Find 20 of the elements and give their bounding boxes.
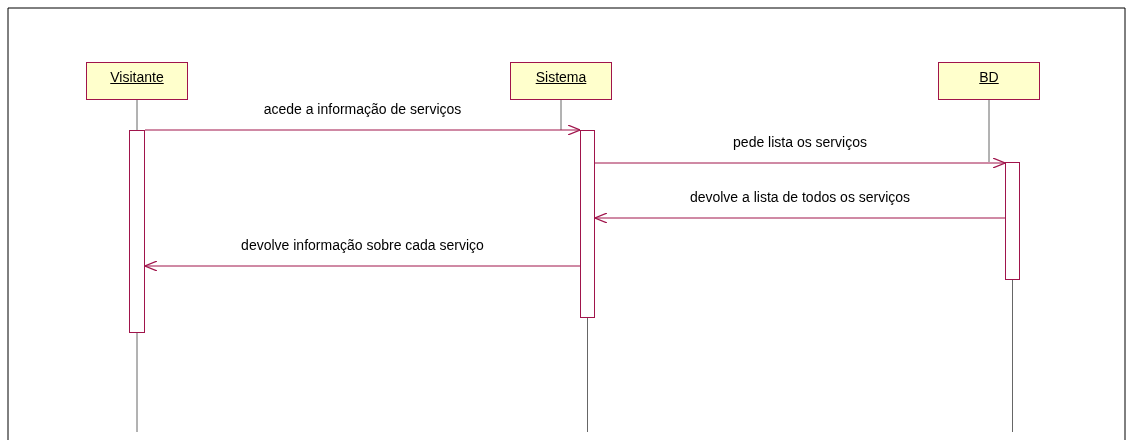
participant-box xyxy=(510,62,612,100)
message-label: acede a informação de serviços xyxy=(261,101,464,117)
lifeline xyxy=(560,99,562,131)
participant-name: Visitante xyxy=(110,69,164,85)
activation-bar xyxy=(580,130,595,318)
lifeline xyxy=(136,99,138,131)
participant-box xyxy=(86,62,188,100)
message-arrow xyxy=(144,260,581,272)
message-arrow xyxy=(144,124,581,136)
message-arrow xyxy=(594,212,1006,224)
message-arrow xyxy=(594,157,1006,169)
participant-name: Sistema xyxy=(535,69,587,85)
message-label: devolve a lista de todos os serviços xyxy=(687,189,913,205)
message-label: devolve informação sobre cada serviço xyxy=(239,237,486,253)
participant-box xyxy=(938,62,1040,100)
activation-bar xyxy=(129,130,145,333)
lifeline xyxy=(988,99,990,163)
participant-name: BD xyxy=(979,69,999,85)
activation-bar xyxy=(1005,162,1020,280)
message-label: pede lista os serviços xyxy=(731,134,869,150)
